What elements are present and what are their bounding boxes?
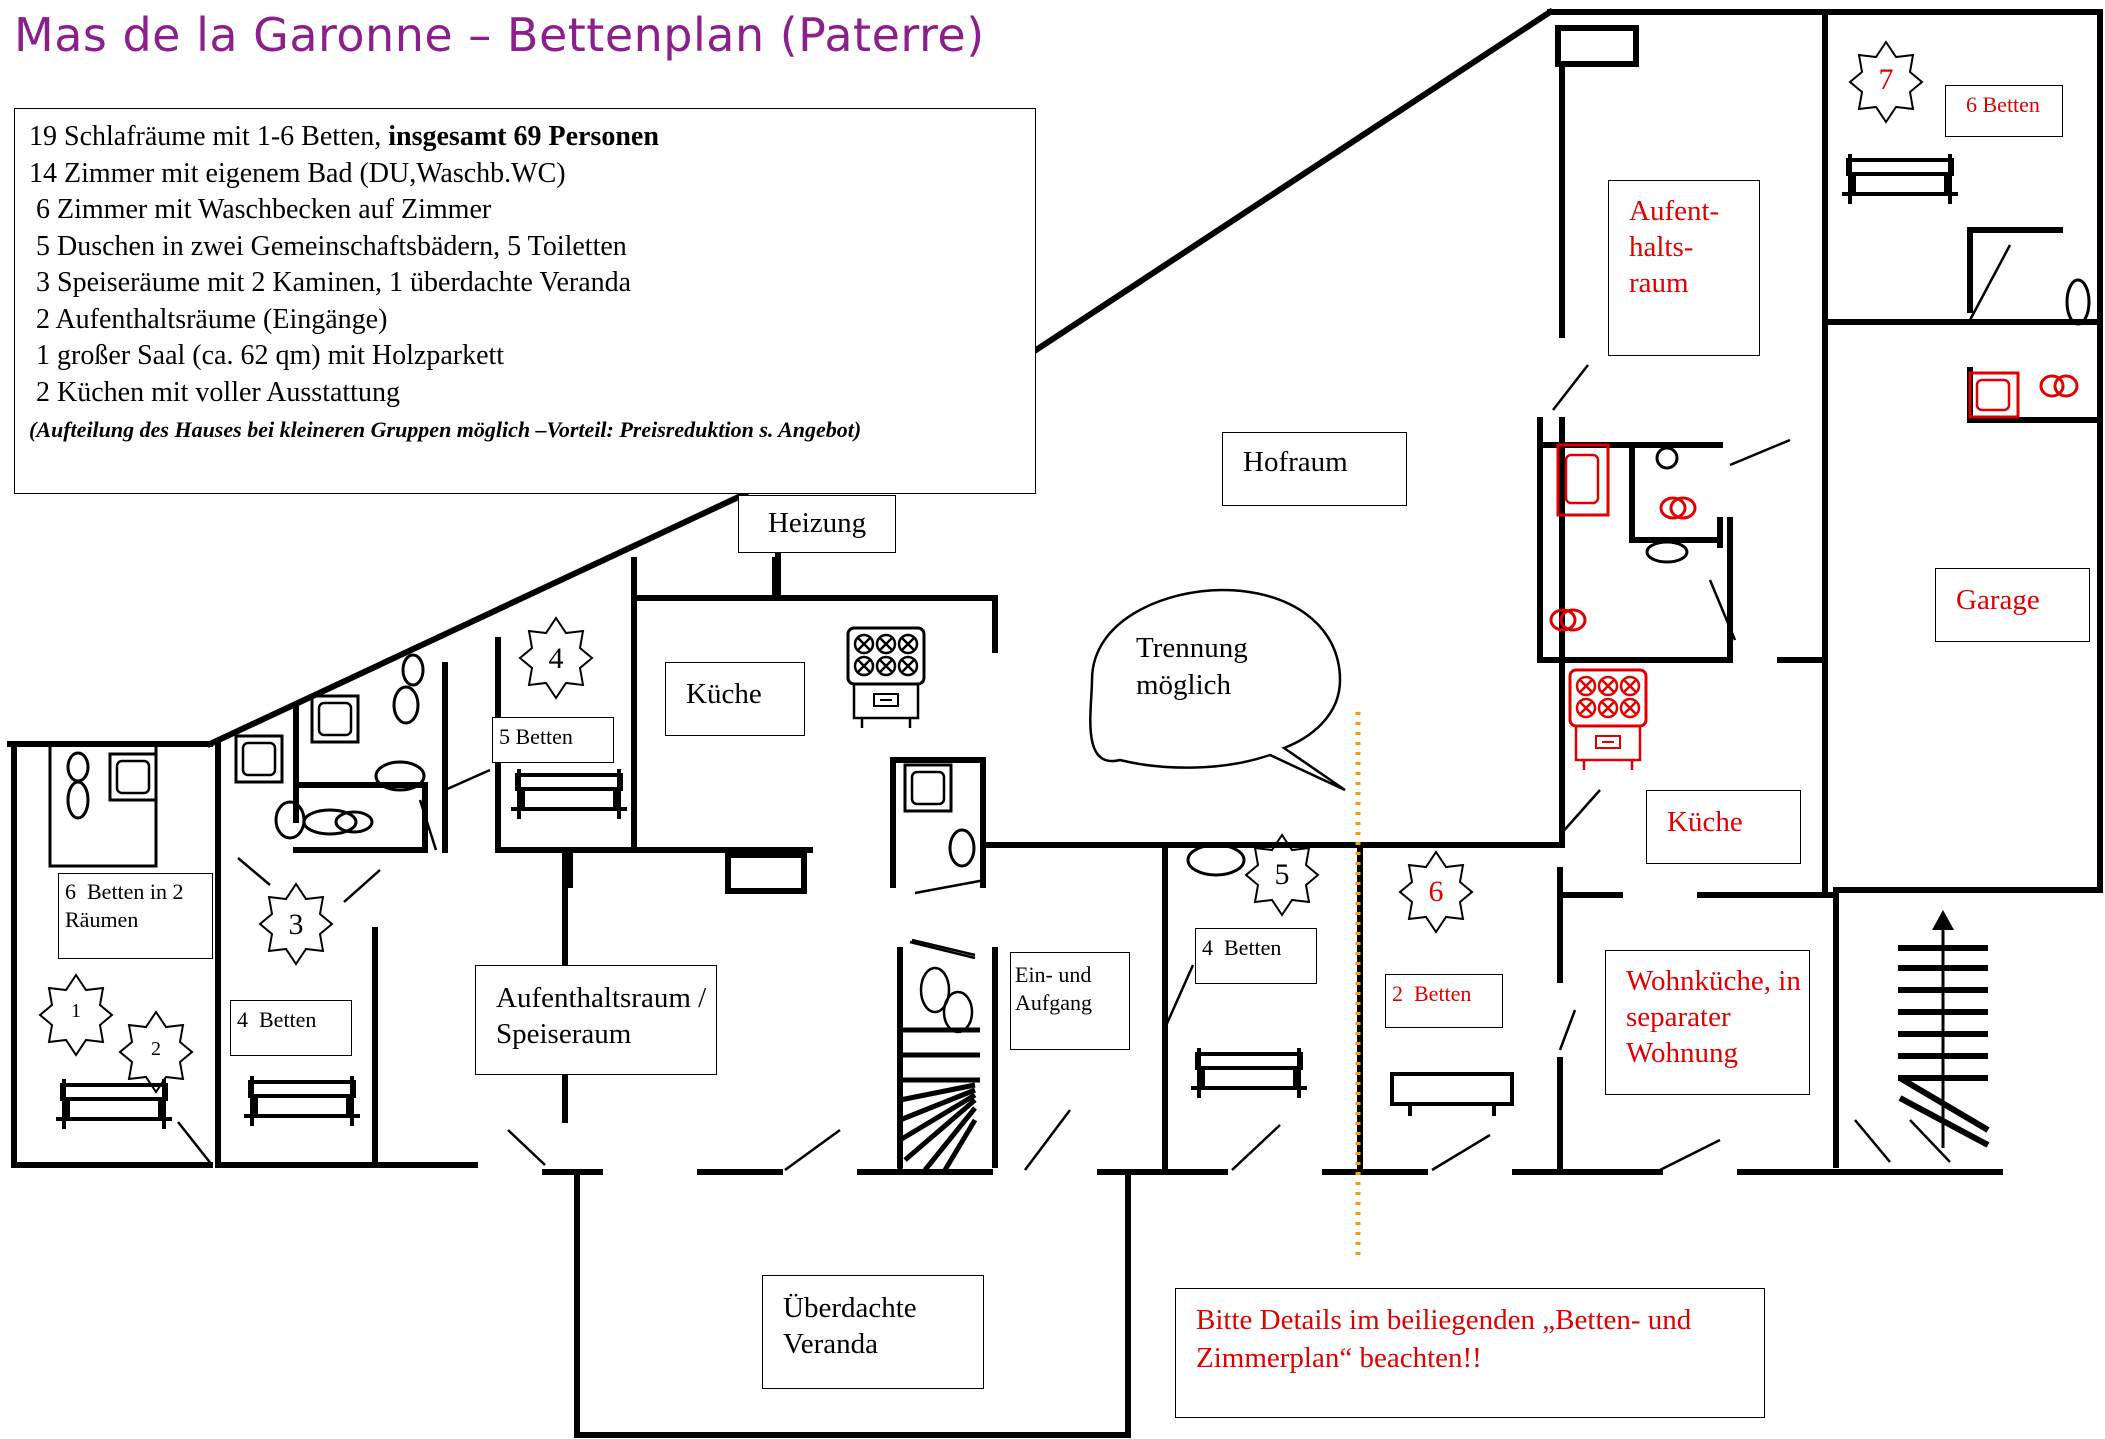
- label-heizung: Heizung: [738, 495, 896, 553]
- room-number-4: 4: [548, 642, 564, 675]
- label-wohnkueche-line-1: Wohnküche, in: [1626, 965, 1801, 997]
- label-kueche-right: Küche: [1646, 790, 1801, 864]
- beds-room-1-2-line-1: 6 Betten in 2: [65, 879, 184, 904]
- room-number-3: 3: [288, 908, 304, 941]
- legend-total-persons: insgesamt 69 Personen: [388, 121, 659, 152]
- label-aufenthaltsraum-right-line-1: Aufent-: [1629, 195, 1720, 227]
- label-aufenthaltsraum-right-line-3: raum: [1629, 267, 1689, 299]
- legend-line-6: 2 Aufenthaltsräume (Eingänge): [29, 303, 388, 335]
- legend-line-4: 5 Duschen in zwei Gemeinschaftsbädern, 5…: [29, 230, 627, 262]
- label-wohnkueche: Wohnküche, in separater Wohnung: [1605, 950, 1810, 1095]
- beds-room-5-text: 4 Betten: [1202, 935, 1282, 960]
- trennung-note-line-1: Trennung: [1136, 632, 1248, 664]
- beds-room-3-text: 4 Betten: [237, 1007, 317, 1032]
- label-kueche-right-text: Küche: [1667, 806, 1743, 838]
- label-hofraum: Hofraum: [1222, 432, 1407, 506]
- details-notice: Bitte Details im beiliegenden „Betten- u…: [1175, 1288, 1765, 1418]
- beds-room-7: 6 Betten: [1945, 85, 2063, 137]
- label-aufenthaltsraum-right-line-2: halts-: [1629, 231, 1694, 263]
- beds-room-1-2-line-2: Räumen: [65, 907, 139, 932]
- trennung-note: Trennung möglich: [1136, 630, 1248, 704]
- label-veranda-line-2: Veranda: [783, 1328, 879, 1360]
- label-garage: Garage: [1935, 568, 2090, 642]
- label-wohnkueche-line-3: Wohnung: [1626, 1037, 1739, 1069]
- room-number-5: 5: [1274, 858, 1290, 891]
- legend-line-7: 1 großer Saal (ca. 62 qm) mit Holzparket…: [29, 340, 505, 371]
- label-aufenthaltsraum-speiseraum: Aufenthaltsraum / Speiseraum: [475, 965, 717, 1075]
- beds-room-4-text: 5 Betten: [499, 724, 573, 749]
- label-eingang-line-1: Ein- und: [1015, 962, 1092, 987]
- label-garage-text: Garage: [1956, 584, 2040, 616]
- label-veranda-line-1: Überdachte: [783, 1292, 917, 1324]
- legend-note: (Aufteilung des Hauses bei kleineren Gru…: [29, 417, 862, 442]
- legend-line-3: 6 Zimmer mit Waschbecken auf Zimmer: [29, 194, 492, 225]
- label-aufenthaltsraum-right: Aufent- halts- raum: [1608, 180, 1760, 356]
- room-number-1: 1: [71, 1000, 81, 1022]
- details-notice-line-1: Bitte Details im beiliegenden „Betten- u…: [1196, 1304, 1692, 1336]
- beds-room-7-text: 6 Betten: [1966, 92, 2040, 117]
- details-notice-line-2: Zimmerplan“ beachten!!: [1196, 1342, 1482, 1374]
- page-title: Mas de la Garonne – Bettenplan (Paterre): [14, 8, 985, 62]
- label-veranda: Überdachte Veranda: [762, 1275, 984, 1389]
- room-number-7: 7: [1878, 63, 1894, 96]
- label-hofraum-text: Hofraum: [1243, 446, 1348, 478]
- room-number-6: 6: [1428, 875, 1444, 908]
- legend-line-5: 3 Speiseräume mit 2 Kaminen, 1 überdacht…: [29, 267, 632, 298]
- beds-room-6-text: 2 Betten: [1392, 981, 1472, 1006]
- legend-line-1: 19 Schlafräume mit 1-6 Betten, insgesamt…: [29, 119, 1021, 156]
- legend-line-1-text: 19 Schlafräume mit 1-6 Betten,: [29, 121, 389, 152]
- legend-line-8: 2 Küchen mit voller Ausstattung: [29, 376, 400, 408]
- info-legend: 19 Schlafräume mit 1-6 Betten, insgesamt…: [14, 108, 1036, 494]
- label-wohnkueche-line-2: separater: [1626, 1001, 1731, 1033]
- label-kueche-left-text: Küche: [686, 678, 762, 710]
- beds-room-5: 4 Betten: [1195, 928, 1317, 984]
- label-eingang: Ein- und Aufgang: [1010, 952, 1130, 1050]
- beds-room-6: 2 Betten: [1385, 974, 1503, 1028]
- label-aufenthaltsraum-speiseraum-line-2: Speiseraum: [496, 1018, 632, 1050]
- label-aufenthaltsraum-speiseraum-line-1: Aufenthaltsraum /: [496, 982, 707, 1014]
- label-kueche-left: Küche: [665, 662, 805, 736]
- legend-line-2: 14 Zimmer mit eigenem Bad (DU,Waschb.WC): [29, 157, 566, 189]
- trennung-note-line-2: möglich: [1136, 669, 1232, 701]
- beds-room-4: 5 Betten: [492, 717, 614, 763]
- label-eingang-line-2: Aufgang: [1015, 990, 1092, 1015]
- label-heizung-text: Heizung: [767, 507, 867, 539]
- beds-room-1-2: 6 Betten in 2 Räumen: [58, 873, 213, 959]
- room-number-2: 2: [151, 1038, 161, 1060]
- beds-room-3: 4 Betten: [230, 1000, 352, 1056]
